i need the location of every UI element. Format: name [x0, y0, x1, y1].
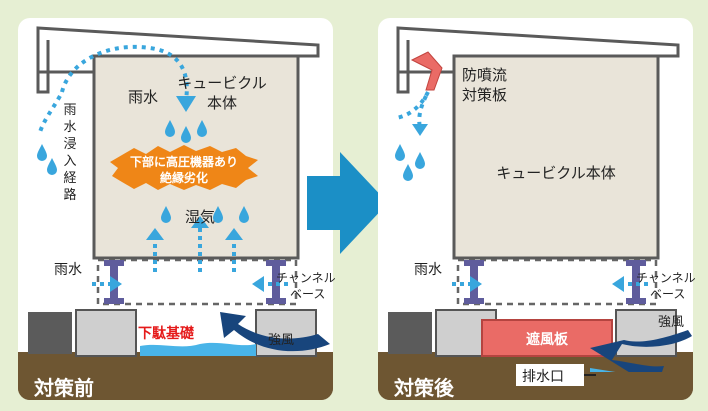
after-drain-label-bg: [516, 364, 584, 386]
after-rain-side-label: 雨水: [414, 262, 442, 278]
before-rain-arrow-head: [176, 96, 196, 112]
before-left-wall: [28, 312, 72, 354]
after-wind-plate-label: 遮風板: [526, 331, 569, 348]
before-intrusion-route-label: 雨 水 浸 入 経 路: [63, 103, 76, 203]
after-foundation-right: [615, 309, 677, 357]
before-rain-side-label: 雨水: [54, 262, 82, 278]
after-spray-plate: [410, 51, 443, 91]
before-foundation-label: 下駄基礎: [138, 325, 195, 342]
before-underfloor-space: [96, 258, 298, 306]
before-rain-top-label: 雨水: [128, 88, 158, 106]
before-side-rain-arrows: [92, 276, 288, 292]
before-foundation-left: [75, 309, 137, 357]
after-channel-label-2: ベース: [650, 287, 685, 301]
svg-text:経: 経: [63, 171, 76, 186]
before-warning-line-2: 絶縁劣化: [160, 170, 208, 185]
after-left-wall: [388, 312, 432, 354]
after-cubicle-body-label: キュービクル本体: [496, 164, 616, 182]
before-caption-bar: [18, 372, 333, 400]
transition-arrow: [307, 152, 388, 254]
after-strong-wind-label: 強風: [658, 315, 684, 330]
after-cubicle-body: [452, 54, 660, 260]
after-side-rain-arrows: [452, 276, 648, 292]
after-spray-plate-label-2: 対策板: [462, 86, 507, 104]
before-channel-label-1: チャンネル: [276, 271, 336, 285]
before-rain-route-top: [60, 44, 189, 101]
after-strong-wind-arrow: [590, 330, 692, 378]
svg-text:浸: 浸: [63, 137, 76, 152]
before-caption: 対策前: [33, 376, 94, 400]
after-channel-label-1: チャンネル: [636, 271, 696, 285]
before-water: [140, 342, 256, 356]
before-cubicle-body-label-1: キュービクル: [177, 74, 267, 92]
after-spray-plate-label-1: 防噴流: [462, 66, 507, 84]
after-rain-deflected: [395, 91, 430, 120]
after-rain-arrow-head: [412, 124, 428, 136]
before-humidity-label: 湿気: [185, 208, 215, 226]
svg-text:路: 路: [63, 187, 76, 203]
before-channel-label-2: ベース: [290, 287, 325, 301]
after-caption: 対策後: [393, 376, 455, 400]
svg-text:水: 水: [63, 120, 76, 135]
before-warning-line-1: 下部に高圧機器あり: [130, 154, 238, 169]
after-drain-label: 排水口: [522, 369, 564, 385]
before-humidity-arrows: [146, 216, 243, 272]
before-rain-route-down: [38, 95, 62, 133]
after-underfloor-space: [456, 258, 658, 306]
after-wind-plate: [481, 319, 613, 357]
before-roof-eave: [36, 28, 50, 94]
before-panel: 雨水 キュービクル 本体 雨 水 浸 入 経 路 下部に高圧機器あり 絶縁劣化 …: [18, 18, 336, 400]
svg-text:雨: 雨: [63, 103, 76, 118]
svg-text:入: 入: [63, 154, 76, 169]
before-cubicle-body-label-2: 本体: [207, 94, 237, 112]
after-panel: 防噴流 対策板 キュービクル本体 雨水 チャンネル ベース 遮風板 強風 対策後…: [378, 18, 696, 400]
before-warning-burst: [110, 145, 258, 190]
before-strong-wind-arrow: [220, 312, 330, 352]
after-roof-eave: [396, 28, 410, 94]
before-strong-wind-label: 強風: [268, 333, 294, 348]
